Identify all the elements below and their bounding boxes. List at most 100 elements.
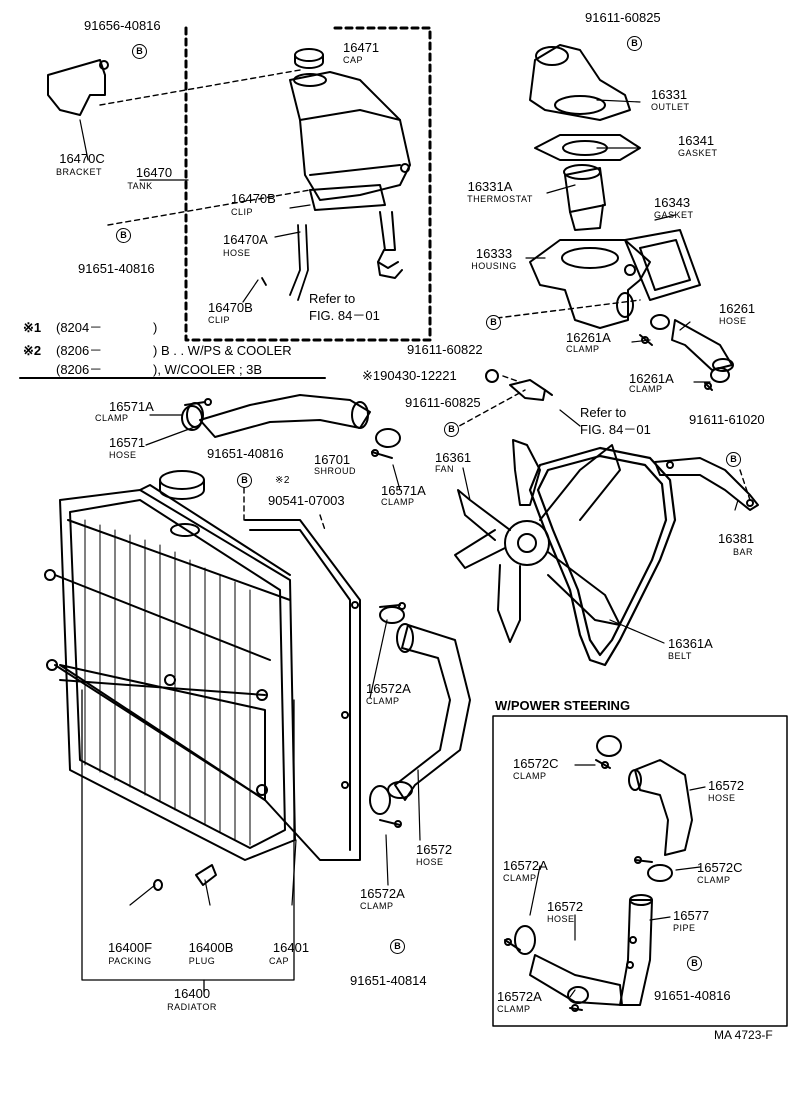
bolt-number: 91651-40816 — [78, 261, 155, 276]
part-number: 16470C — [59, 151, 105, 166]
part-name: CLAMP — [497, 1004, 531, 1014]
bolt-number: ※190430-12221 — [362, 368, 457, 383]
part-name: HOSE — [547, 914, 575, 924]
part-number: 16470B — [231, 191, 276, 206]
bolt-marker-icon: B — [132, 44, 147, 59]
part-name: CLAMP — [629, 384, 663, 394]
outlet-16331-drawing — [529, 44, 631, 121]
hose-16571-drawing — [186, 394, 371, 438]
reference-note: Refer to — [580, 405, 627, 420]
gasket-16343-drawing — [624, 229, 701, 301]
part-number: 16470A — [223, 232, 268, 247]
bolt-number: 91611-60825 — [405, 395, 481, 410]
part-number: 16571A — [381, 483, 426, 498]
part-number: 16470B — [208, 300, 253, 315]
tank-group-box — [184, 26, 432, 342]
part-name: HOSE — [719, 316, 747, 326]
bolt-marker-icon: B — [116, 228, 131, 243]
part-name: PIPE — [673, 923, 696, 933]
bolt-marker-icon: B — [486, 315, 501, 330]
part-number: 16572C — [697, 860, 743, 875]
part-number: 16470 — [135, 165, 173, 180]
ps-hose-upper-drawing — [628, 759, 693, 856]
part-name: CAP — [343, 55, 364, 65]
reference-note: Refer to — [309, 291, 356, 306]
figure-code: MA 4723-F — [714, 1028, 773, 1042]
part-name: CAP — [268, 956, 290, 966]
gasket-16341-drawing — [534, 134, 641, 161]
section-title: W/POWER STEERING — [495, 698, 631, 713]
note-text: ) B . . W/PS & COOLER — [153, 343, 292, 358]
bolt-marker-icon: B — [627, 36, 642, 51]
part-number: 16261A — [629, 371, 674, 386]
part-name: HOSE — [416, 857, 444, 867]
note-marker: ※1 — [23, 320, 42, 335]
bolt-number: 91651-40814 — [350, 973, 427, 988]
part-number: 16400 — [173, 986, 211, 1001]
part-number: 16572 — [708, 778, 745, 793]
cap-16401-drawing — [159, 470, 205, 500]
part-name: RADIATOR — [167, 1002, 217, 1012]
part-number: 16400F — [107, 940, 153, 955]
note-text: (8204－ — [56, 320, 103, 335]
bolt-number: 91611-60825 — [585, 10, 661, 25]
cap-16471-drawing — [294, 48, 324, 69]
bolt-number: 91656-40816 — [84, 18, 161, 33]
thermostat-drawing — [563, 164, 606, 231]
radiator-16400-drawing — [44, 484, 296, 861]
radiator-core-fins — [84, 519, 251, 846]
bolt-number: 90541-07003 — [268, 493, 345, 508]
ps-pipe-drawing — [619, 894, 653, 1006]
o-ring-drawing — [485, 369, 499, 383]
part-name: BAR — [733, 547, 754, 557]
bolt-marker-icon: B — [390, 939, 405, 954]
part-number: 16577 — [673, 908, 710, 923]
note-marker: ※2 — [23, 343, 42, 358]
part-name: CLAMP — [366, 696, 400, 706]
part-number: 16572A — [360, 886, 405, 901]
leader-lines — [79, 99, 739, 998]
part-name: GASKET — [678, 148, 718, 158]
part-name: CLIP — [231, 207, 254, 217]
part-name: CLAMP — [503, 873, 537, 883]
hose-16572-drawing — [387, 623, 471, 801]
part-name: CLAMP — [513, 771, 547, 781]
part-name: HOUSING — [471, 261, 517, 271]
reference-note: FIG. 84－01 — [580, 422, 651, 437]
part-name: PACKING — [108, 956, 152, 966]
part-name: CLAMP — [381, 497, 415, 507]
part-name: GASKET — [654, 210, 694, 220]
part-number: 16341 — [678, 133, 715, 148]
belt-16361a-drawing — [528, 446, 677, 667]
part-name: CLAMP — [95, 413, 129, 423]
part-number: 16572A — [366, 681, 411, 696]
bolt-number: 91651-40816 — [207, 446, 284, 461]
part-name: HOSE — [109, 450, 137, 460]
part-number: 16400B — [188, 940, 234, 955]
sensor-drawing — [509, 379, 553, 401]
bar-16381-drawing — [654, 457, 759, 511]
bolt-number: 91611-60822 — [407, 342, 483, 357]
part-name: CLIP — [208, 315, 231, 325]
tank-16470-drawing — [289, 71, 411, 279]
part-number: 16331 — [651, 87, 688, 102]
part-number: 16401 — [272, 940, 310, 955]
part-name: CLAMP — [697, 875, 731, 885]
part-number: 16571 — [109, 435, 146, 450]
part-number: 16261 — [719, 301, 756, 316]
note-text: (8206－ — [56, 362, 103, 377]
packing-plug-drawing — [153, 864, 217, 891]
ps-hose-lower-drawing — [529, 954, 623, 1006]
bracket-16470c-drawing — [47, 59, 109, 116]
part-name: THERMOSTAT — [467, 194, 533, 204]
part-number: 16261A — [566, 330, 611, 345]
clamp-16261a-drawing — [639, 314, 730, 391]
part-number: 16361A — [668, 636, 713, 651]
part-number: 16343 — [654, 195, 691, 210]
part-number: 16701 — [314, 452, 351, 467]
part-number: 16572 — [547, 899, 584, 914]
part-name: SHROUD — [314, 466, 357, 476]
bolt-number: 91651-40816 — [654, 988, 731, 1003]
part-name: OUTLET — [651, 102, 690, 112]
